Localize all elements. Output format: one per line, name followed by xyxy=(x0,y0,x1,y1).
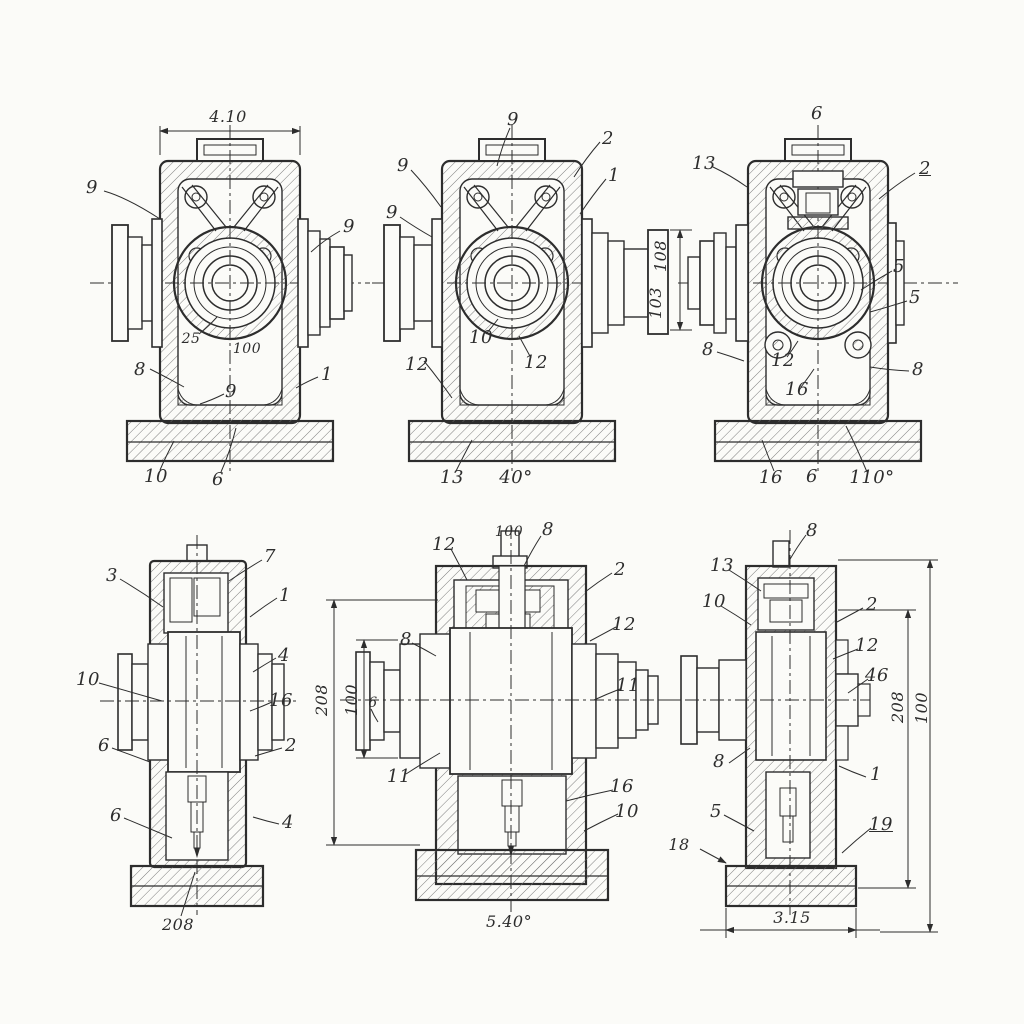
callout-12-bm-a: 12 xyxy=(432,536,456,554)
dim-540deg-bm: 5.40° xyxy=(486,914,532,930)
dim-18-br: 18 xyxy=(668,837,689,853)
callout-1-tl: 1 xyxy=(321,366,333,384)
dim-208-br: 208 xyxy=(890,691,906,723)
callout-2-tr: 2 xyxy=(919,160,931,178)
callout-10-bl: 10 xyxy=(76,671,100,689)
callout-16-tr-b: 16 xyxy=(759,469,783,487)
callout-2-br: 2 xyxy=(866,596,878,614)
callout-5-tr-b: 5 xyxy=(909,289,921,307)
callout-6-tr-top: 6 xyxy=(811,105,823,123)
callout-12-tm-b: 12 xyxy=(405,356,429,374)
callout-9-tm-b: 9 xyxy=(386,204,398,222)
callout-13-br: 13 xyxy=(710,557,734,575)
callout-2-tm: 2 xyxy=(602,130,614,148)
callout-12-tr: 12 xyxy=(771,352,795,370)
dim-100-bm-top: 100 xyxy=(495,525,523,539)
callout-6-bl-b: 6 xyxy=(110,807,122,825)
callout-2-bl: 2 xyxy=(285,737,297,755)
callout-8-tr-a: 8 xyxy=(702,341,714,359)
callout-8-br-top: 8 xyxy=(806,522,818,540)
callout-8-br-b: 8 xyxy=(713,753,725,771)
callout-1-br: 1 xyxy=(870,766,882,784)
callout-11-bm-a: 11 xyxy=(616,677,640,695)
callout-11-bm-b: 11 xyxy=(387,768,411,786)
callout-9-tm-top: 9 xyxy=(507,111,519,129)
dim-width-top-left: 4.10 xyxy=(209,109,247,125)
dim-315-br: 3.15 xyxy=(773,910,811,926)
callout-6-bl-a: 6 xyxy=(98,737,110,755)
callout-10-tm: 10 xyxy=(469,329,493,347)
dim-100-tl: 100 xyxy=(233,342,261,356)
callout-16-tr-a: 16 xyxy=(785,381,809,399)
callout-12-tm-a: 12 xyxy=(524,354,548,372)
callout-4-bl-b: 4 xyxy=(282,814,294,832)
dim-100-bm: 100 xyxy=(344,684,360,716)
callout-2-bm: 2 xyxy=(614,561,626,579)
callout-9-tl: 9 xyxy=(86,179,98,197)
callout-6-tr: 6 xyxy=(806,468,818,486)
view-top-middle xyxy=(372,125,692,475)
callout-10-br: 10 xyxy=(702,593,726,611)
callout-10-tl: 10 xyxy=(144,468,168,486)
callout-6-tl: 6 xyxy=(212,471,224,489)
callout-1-bl: 1 xyxy=(279,587,291,605)
callout-5-br: 5 xyxy=(710,803,722,821)
callout-40deg-tm: 40° xyxy=(499,469,532,487)
callout-12-bm-b: 12 xyxy=(612,616,636,634)
callout-7-bl: 7 xyxy=(264,548,276,566)
callout-3-bl: 3 xyxy=(106,567,118,585)
callout-16-bm: 16 xyxy=(610,778,634,796)
callout-9-tm-a: 9 xyxy=(397,157,409,175)
dim-208-bl: 208 xyxy=(162,917,194,933)
callout-46-br: 46 xyxy=(865,667,889,685)
callout-8-tl: 8 xyxy=(134,361,146,379)
callout-9-tl-rib: 9 xyxy=(225,383,237,401)
callout-19-br: 19 xyxy=(869,816,893,834)
view-bottom-middle xyxy=(326,525,680,912)
callout-110deg-tr: 110° xyxy=(849,469,894,487)
callout-13-tm: 13 xyxy=(440,469,464,487)
callout-4-bl-a: 4 xyxy=(278,647,290,665)
callout-8-bm-a: 8 xyxy=(542,521,554,539)
callout-1-tm: 1 xyxy=(608,167,620,185)
callout-8-bm-b: 8 xyxy=(400,631,412,649)
dim-108-tm: 108 xyxy=(653,240,669,272)
callout-25-tl: 25 xyxy=(182,332,201,346)
callout-5-tr-a: 5 xyxy=(893,258,905,276)
view-bottom-left xyxy=(99,535,300,916)
callout-12-br: 12 xyxy=(855,637,879,655)
callout-8-tr-b: 8 xyxy=(912,361,924,379)
callout-10-bm: 10 xyxy=(615,803,639,821)
dim-208-bm: 208 xyxy=(314,684,330,716)
view-top-left xyxy=(90,125,370,475)
callout-13-tr: 13 xyxy=(692,155,716,173)
callout-6-bm: 6 xyxy=(368,696,377,710)
dim-103-tm: 103 xyxy=(648,287,664,319)
callout-9-tl-shaft: 9 xyxy=(343,218,355,236)
callout-16-bl: 16 xyxy=(269,692,293,710)
dim-100-br: 100 xyxy=(914,692,930,724)
